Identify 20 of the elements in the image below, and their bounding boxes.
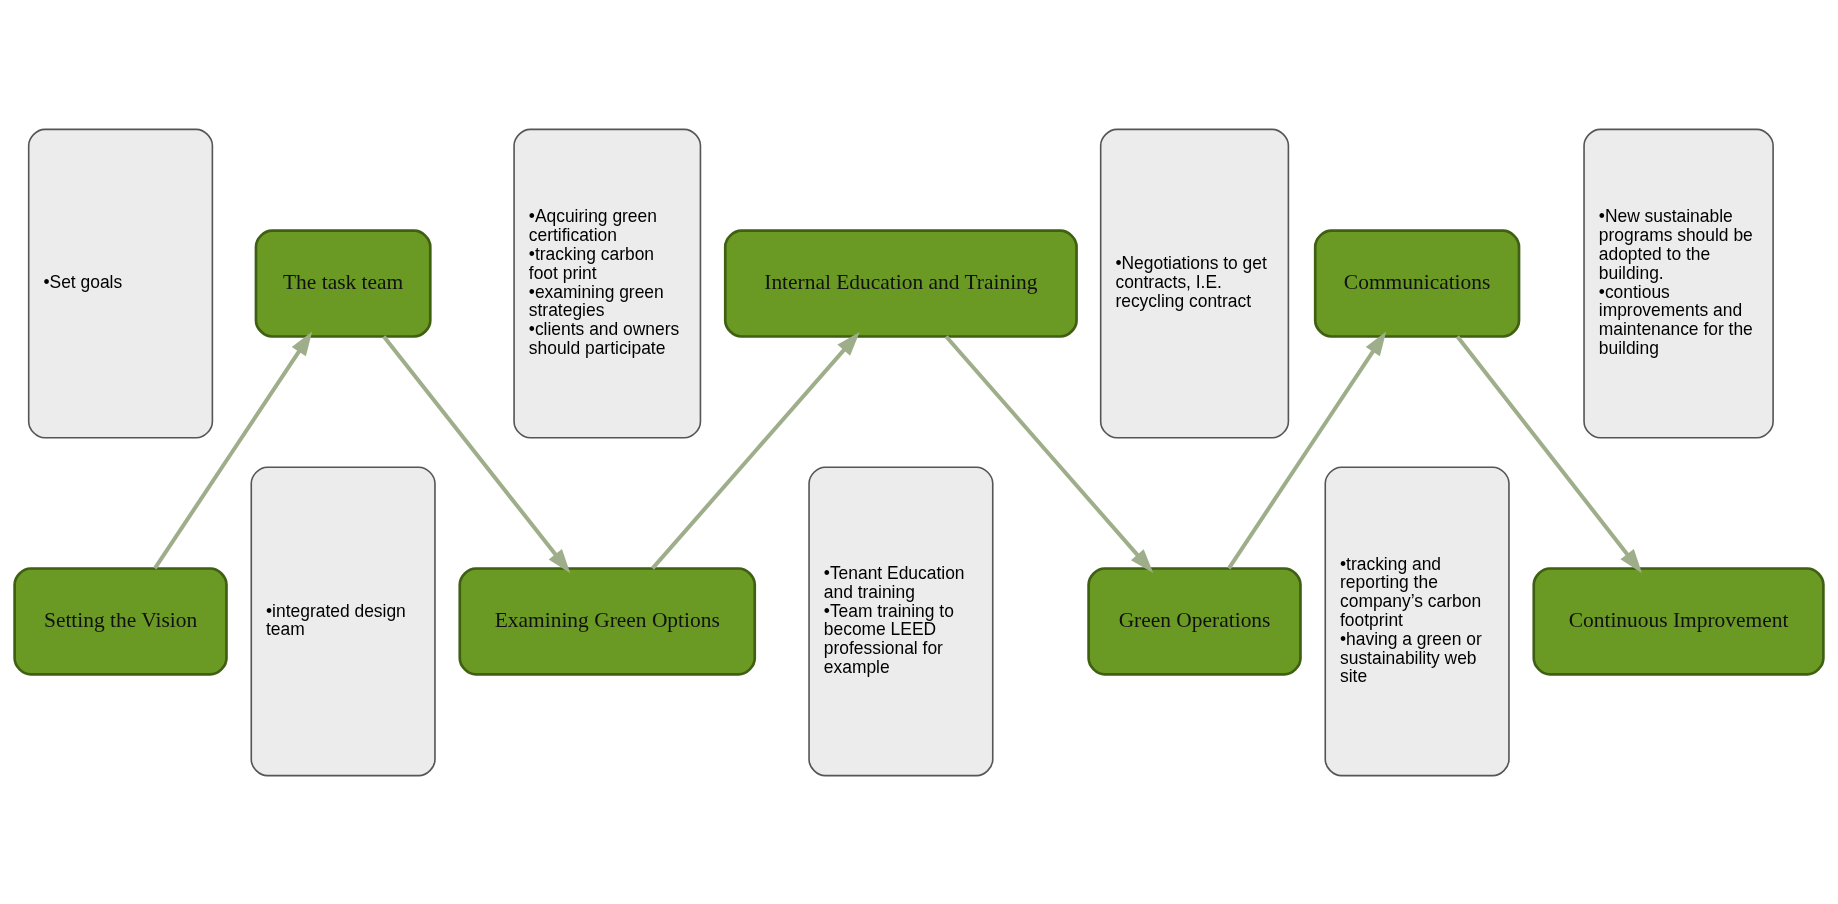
- arrow: [1227, 330, 1387, 569]
- node-box: •Tenant Education and training •Team training to become LEED professional for example: [808, 465, 994, 776]
- node-box: Communications: [1313, 228, 1521, 338]
- arrow: [382, 334, 571, 573]
- node-box: Examining Green Options: [458, 566, 757, 676]
- node-box: •tracking and reporting the company’s carbon footprint •having a green or sustainability web site: [1324, 465, 1510, 776]
- node-box: •Negotiations to get contracts, I.E. recycling contract: [1099, 128, 1290, 439]
- node-box: Setting the Vision: [13, 566, 228, 676]
- arrow: [944, 334, 1154, 573]
- node-box: •integrated design team: [250, 465, 436, 776]
- node-box: •Set goals: [27, 128, 214, 439]
- node-box: The task team: [254, 228, 432, 338]
- node-box: Green Operations: [1087, 566, 1302, 676]
- node-box: Internal Education and Training: [723, 228, 1078, 338]
- arrow: [651, 331, 860, 570]
- node-box: •New sustainable programs should be adopted to the building. •contious improvements and maintenance for the building: [1583, 128, 1774, 439]
- arrow: [153, 330, 313, 569]
- node-box: Continuous Improvement: [1532, 566, 1825, 676]
- node-box: •Aqcuiring green certification •tracking carbon foot print •examining green strategies •clients and owners should participate: [513, 128, 702, 439]
- arrow: [1455, 334, 1642, 573]
